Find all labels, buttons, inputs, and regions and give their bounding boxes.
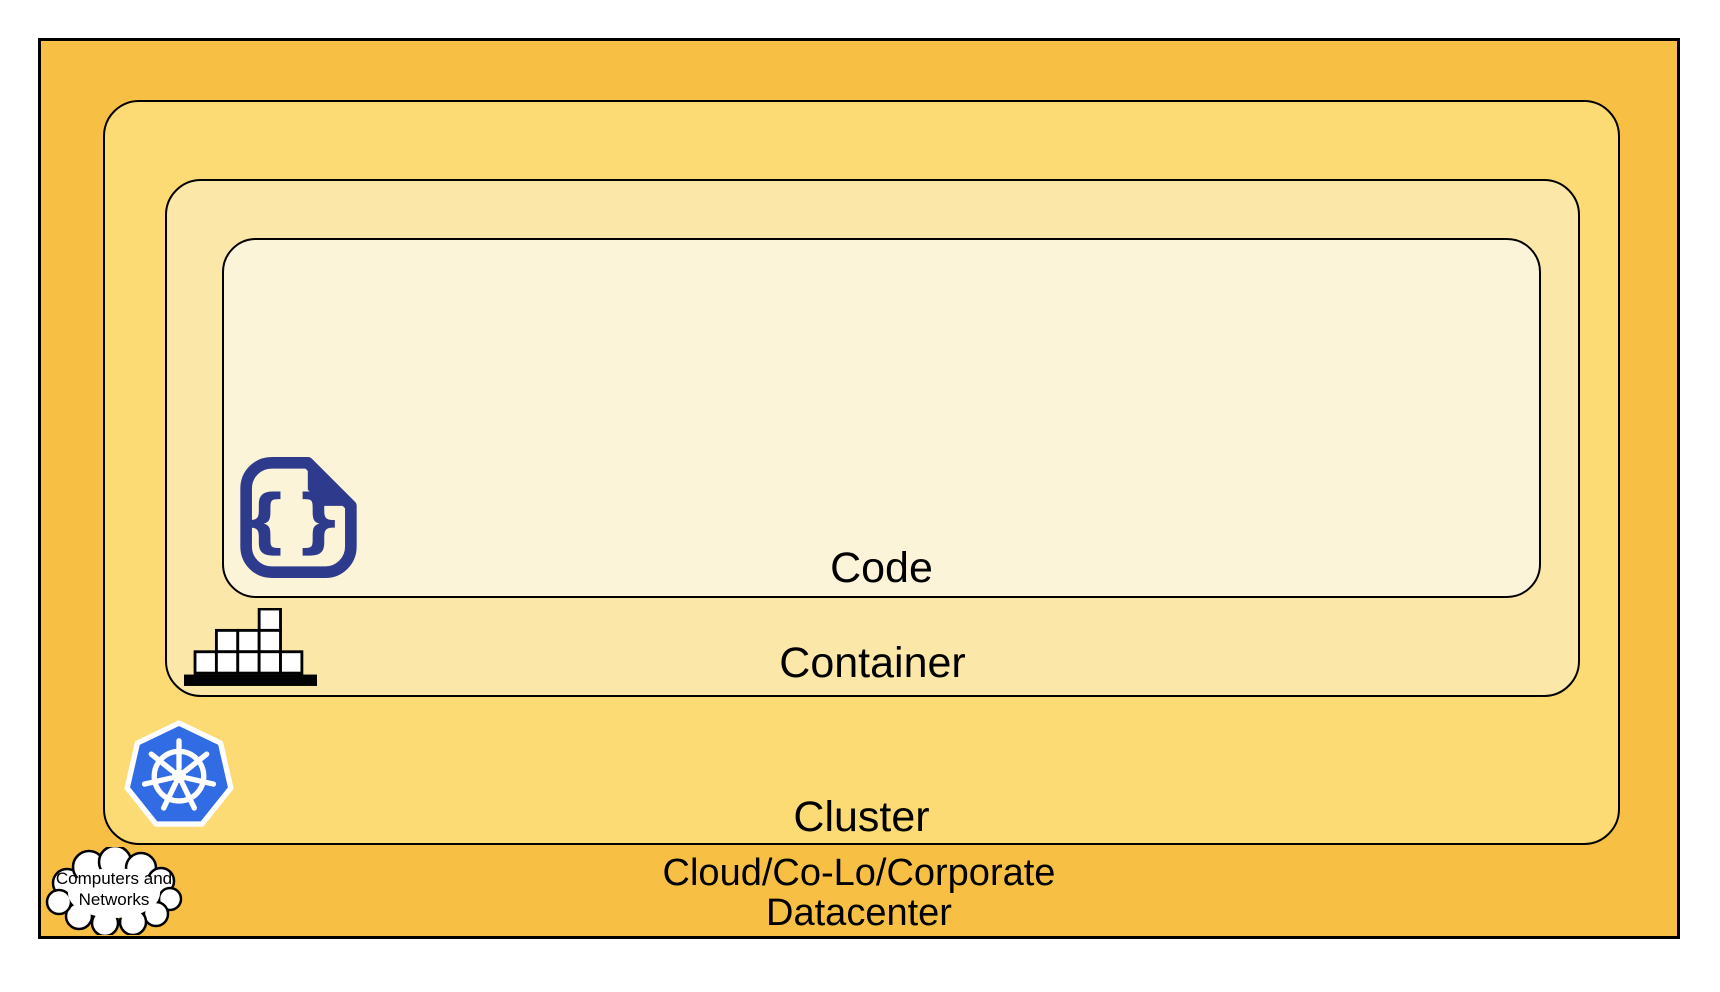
code-layer: {} Code (222, 238, 1541, 598)
code-label: Code (830, 543, 933, 592)
computers-networks-label: Computers and Networks (55, 869, 173, 910)
cluster-label: Cluster (793, 792, 930, 841)
container-label: Container (779, 638, 966, 687)
datacenter-label: Cloud/Co-Lo/Corporate Datacenter (662, 852, 1056, 935)
cloud-icon: Computers and Networks (43, 847, 185, 935)
cluster-layer: {} Code (103, 100, 1620, 845)
container-layer: {} Code (165, 179, 1580, 697)
code-file-icon: {} (240, 457, 357, 578)
container-blocks-icon (184, 608, 317, 686)
kubernetes-icon (120, 715, 238, 835)
datacenter-layer: {} Code (38, 38, 1680, 939)
svg-text:{}: {} (240, 480, 348, 561)
